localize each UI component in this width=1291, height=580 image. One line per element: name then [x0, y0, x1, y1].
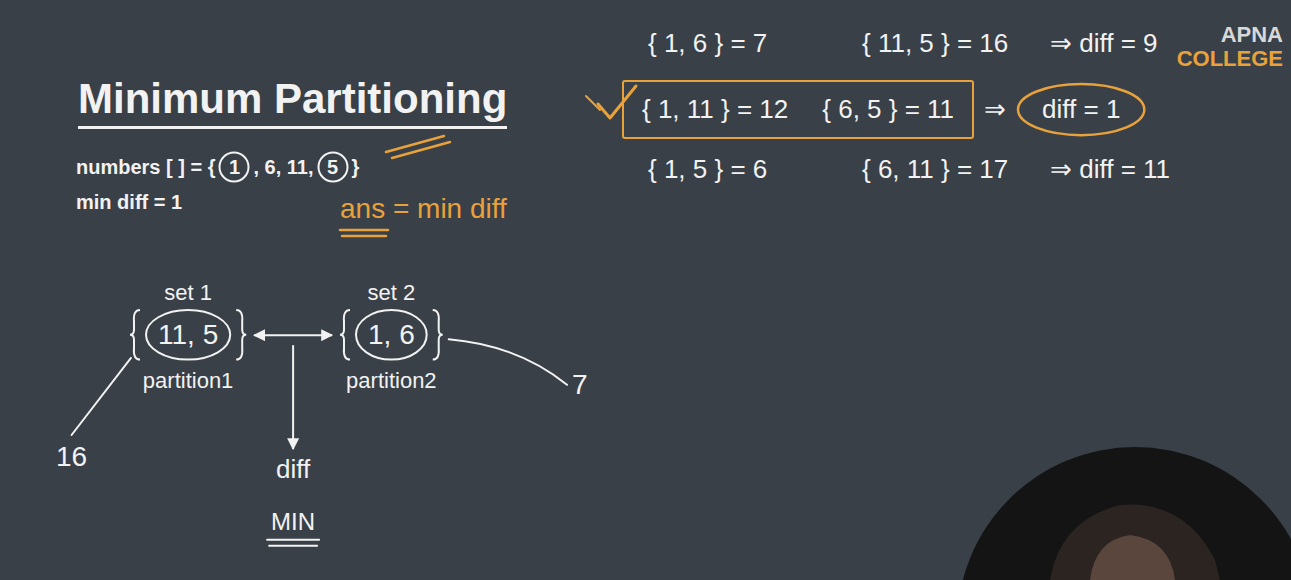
answer-text: diff = 1	[1042, 94, 1120, 125]
array-text: , 6, 11,	[253, 155, 313, 179]
sum-value: 16	[56, 440, 87, 474]
number-text: 5	[327, 155, 338, 179]
underline	[342, 235, 386, 238]
circled-number: 1	[218, 151, 250, 183]
diff-label: diff	[276, 454, 310, 485]
set-members: 11, 5	[158, 318, 218, 352]
double-arrow	[254, 334, 332, 336]
check-mark	[586, 96, 600, 110]
circled-number: 5	[317, 151, 349, 183]
watermark-text: APNA	[1221, 22, 1283, 48]
min-label: MIN	[271, 508, 315, 537]
array-text: min diff = 1	[76, 190, 182, 214]
answer-oval: diff = 1	[1016, 82, 1146, 137]
presenter-hair	[1050, 505, 1220, 580]
equation-text: { 1, 6 } = 7	[648, 28, 767, 59]
set-shape: 11, 5	[128, 308, 248, 362]
highlight-box: { 1, 11 } = 12 { 6, 5 } = 11	[622, 80, 974, 139]
watermark-text: COLLEGE	[1177, 46, 1283, 72]
emphasis-stroke	[386, 136, 444, 152]
equation-text: { 1, 5 } = 6	[648, 154, 767, 185]
equation-text: { 6, 11 } = 17	[862, 154, 1008, 185]
webcam-circle	[957, 447, 1291, 580]
equation-text: { 1, 11 } = 12	[642, 94, 788, 125]
check-mark	[598, 86, 636, 118]
number-text: 1	[229, 155, 240, 179]
set-shape: 1, 6	[338, 308, 445, 362]
set-heading: set 1	[164, 280, 212, 306]
presenter-face	[1090, 535, 1175, 580]
page-title: Minimum Partitioning	[78, 74, 507, 129]
implies-arrow: ⇒	[984, 94, 1006, 125]
answer-note: ans = min diff	[340, 192, 507, 226]
sum-value: 7	[572, 368, 588, 402]
equation-text: { 11, 5 } = 16	[862, 28, 1008, 59]
underline	[340, 229, 388, 232]
array-text: numbers [ ] = {	[76, 155, 215, 179]
diff-result: ⇒ diff = 9	[1050, 28, 1158, 59]
underline	[269, 545, 317, 547]
set-members: 1, 6	[368, 318, 415, 352]
down-arrow	[292, 345, 294, 449]
partition-set: set 2 1, 6 partition2	[338, 280, 445, 394]
partition-label: partition1	[143, 368, 234, 394]
diff-result: ⇒ diff = 11	[1050, 154, 1170, 185]
leader-line	[449, 339, 567, 385]
set-heading: set 2	[368, 280, 416, 306]
equation-text: { 6, 5 } = 11	[822, 94, 954, 125]
partition-set: set 1 11, 5 partition1	[128, 280, 248, 394]
partition-label: partition2	[346, 368, 437, 394]
array-text: }	[352, 155, 360, 179]
leader-line	[72, 358, 131, 435]
underline	[267, 539, 319, 541]
emphasis-stroke	[392, 142, 450, 158]
